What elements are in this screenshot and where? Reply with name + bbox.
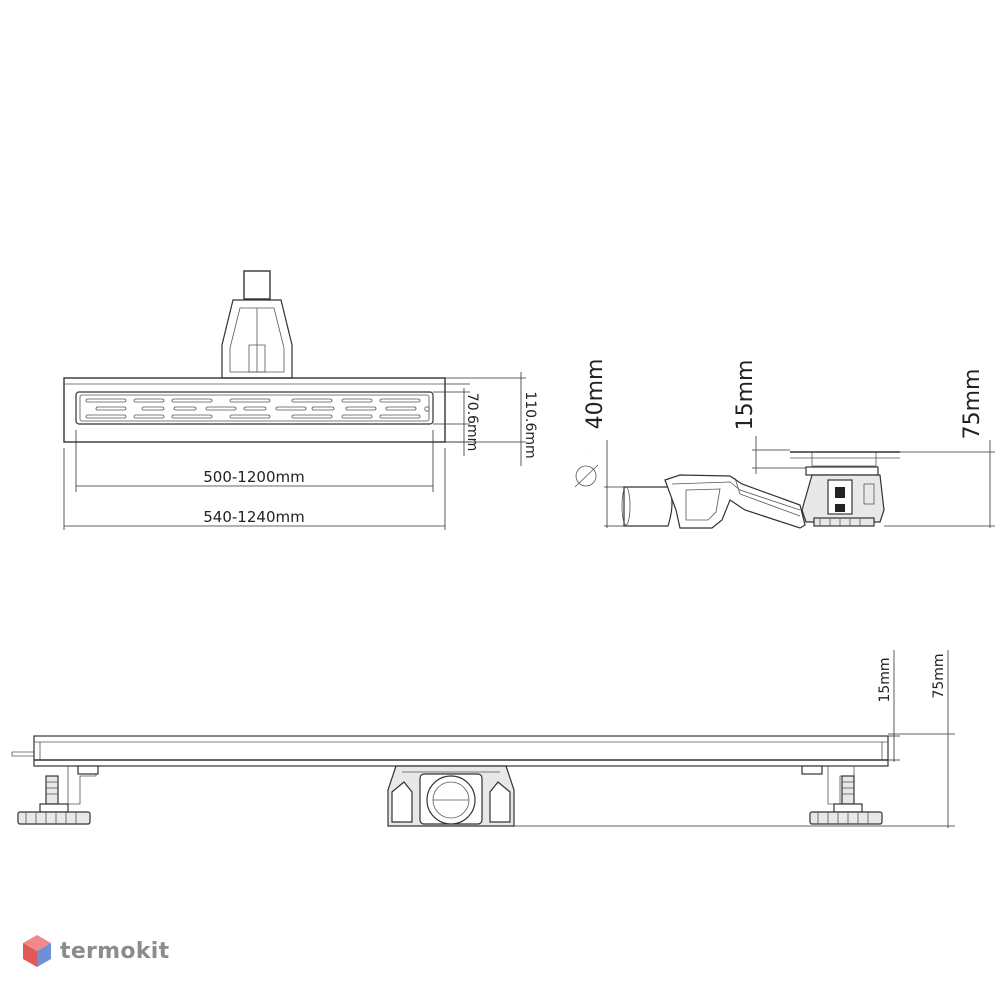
- top-outer-width-label: 110.6mm: [522, 391, 538, 458]
- top-view-drawing: [63, 270, 526, 530]
- side-height-40-label: 40mm: [583, 359, 608, 430]
- brand-name: termokit: [60, 938, 170, 964]
- top-inner-width-label: 70.6mm: [464, 393, 480, 451]
- top-inner-length-label: 500-1200mm: [203, 468, 304, 486]
- front-height-75-label: 75mm: [931, 653, 947, 698]
- top-outer-length-label: 540-1240mm: [203, 508, 304, 526]
- front-height-15-label: 15mm: [877, 657, 893, 702]
- front-view-drawing: [11, 650, 955, 828]
- side-height-15-label: 15mm: [733, 360, 758, 431]
- side-height-75-label: 75mm: [960, 369, 985, 440]
- diameter-symbol: ⌀: [587, 451, 588, 453]
- brand-hexagon-icon: [23, 935, 51, 967]
- brand-logo: termokit: [22, 934, 169, 968]
- side-view-drawing: [574, 436, 995, 529]
